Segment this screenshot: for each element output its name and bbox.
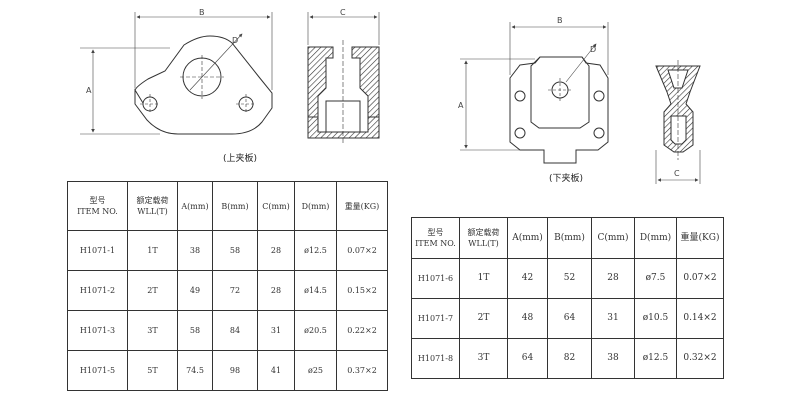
cell-weight: 0.37×2 (336, 350, 388, 391)
lower-dim-d-label: D (590, 45, 596, 54)
cell-c: 31 (257, 310, 295, 351)
cell-wll: 3T (127, 310, 178, 351)
cell-d: ø14.5 (294, 270, 337, 311)
col-header-b: B(mm) (212, 181, 258, 231)
col-header-weight: 重量(KG) (676, 217, 724, 259)
upper-dim-c-label: C (340, 8, 346, 17)
cell-d: ø20.5 (294, 310, 337, 351)
cell-a: 42 (507, 258, 548, 299)
lower-dim-b-label: B (557, 16, 563, 25)
cell-wll: 3T (459, 338, 508, 379)
table-row: H1071-7 2T 48 64 31 ø10.5 0.14×2 (411, 298, 724, 339)
lower-side-dimension (655, 150, 701, 184)
upper-side-dimension (307, 12, 380, 45)
table-row: H1071-1 1T 38 58 28 ø12.5 0.07×2 (67, 230, 388, 271)
cell-d: ø12.5 (294, 230, 337, 271)
cell-b: 52 (547, 258, 592, 299)
lower-dimension-lines (460, 22, 609, 151)
upper-plate-caption: (上夹板) (223, 152, 257, 164)
cell-weight: 0.22×2 (336, 310, 388, 351)
cell-weight: 0.07×2 (336, 230, 388, 271)
upper-plate-side-section (307, 40, 380, 143)
lower-dim-c-label: C (674, 169, 680, 178)
cell-item: H1071-5 (67, 350, 128, 391)
cell-item: H1071-2 (67, 270, 128, 311)
cell-a: 48 (507, 298, 548, 339)
upper-dim-b-label: B (199, 8, 205, 17)
cell-weight: 0.32×2 (676, 338, 724, 379)
cell-b: 82 (547, 338, 592, 379)
col-header-a: A(mm) (507, 217, 548, 259)
cell-item: H1071-6 (411, 258, 460, 299)
cell-a: 38 (177, 230, 213, 271)
upper-dimension-lines (80, 12, 273, 135)
cell-c: 31 (591, 298, 635, 339)
table-row: H1071-6 1T 42 52 28 ø7.5 0.07×2 (411, 258, 724, 299)
cell-wll: 5T (127, 350, 178, 391)
lower-plate-caption: (下夹板) (549, 172, 583, 184)
cell-item: H1071-8 (411, 338, 460, 379)
cell-item: H1071-1 (67, 230, 128, 271)
cell-a: 49 (177, 270, 213, 311)
table-row: H1071-8 3T 64 82 38 ø12.5 0.32×2 (411, 338, 724, 379)
table-row: H1071-3 3T 58 84 31 ø20.5 0.22×2 (67, 310, 388, 351)
cell-item: H1071-7 (411, 298, 460, 339)
cell-item: H1071-3 (67, 310, 128, 351)
cell-wll: 2T (459, 298, 508, 339)
cell-c: 28 (257, 270, 295, 311)
cell-a: 74.5 (177, 350, 213, 391)
cell-b: 98 (212, 350, 258, 391)
cell-b: 72 (212, 270, 258, 311)
cell-weight: 0.15×2 (336, 270, 388, 311)
col-header-d: D(mm) (634, 217, 677, 259)
table-row: H1071-5 5T 74.5 98 41 ø25 0.37×2 (67, 350, 388, 391)
upper-plate-front-view (134, 35, 273, 135)
cell-wll: 2T (127, 270, 178, 311)
cell-c: 38 (591, 338, 635, 379)
cell-wll: 1T (127, 230, 178, 271)
cell-weight: 0.07×2 (676, 258, 724, 299)
cell-c: 28 (591, 258, 635, 299)
cell-c: 41 (257, 350, 295, 391)
col-header-c: C(mm) (591, 217, 635, 259)
cell-a: 64 (507, 338, 548, 379)
col-header-c: C(mm) (257, 181, 295, 231)
col-header-weight: 重量(KG) (336, 181, 388, 231)
upper-dim-d-label: D (232, 36, 238, 45)
cell-b: 84 (212, 310, 258, 351)
cell-weight: 0.14×2 (676, 298, 724, 339)
upper-dim-a-label: A (86, 86, 92, 95)
table-row: H1071-2 2T 49 72 28 ø14.5 0.15×2 (67, 270, 388, 311)
cell-b: 64 (547, 298, 592, 339)
col-header-b: B(mm) (547, 217, 592, 259)
lower-plate-side-section (655, 60, 701, 160)
col-header-a: A(mm) (177, 181, 213, 231)
cell-b: 58 (212, 230, 258, 271)
col-header-d: D(mm) (294, 181, 337, 231)
cell-d: ø12.5 (634, 338, 677, 379)
cell-wll: 1T (459, 258, 508, 299)
cell-d: ø25 (294, 350, 337, 391)
cell-c: 28 (257, 230, 295, 271)
cell-a: 58 (177, 310, 213, 351)
cell-d: ø7.5 (634, 258, 677, 299)
lower-dim-a-label: A (458, 101, 464, 110)
lower-plate-front-view (509, 56, 609, 164)
cell-d: ø10.5 (634, 298, 677, 339)
